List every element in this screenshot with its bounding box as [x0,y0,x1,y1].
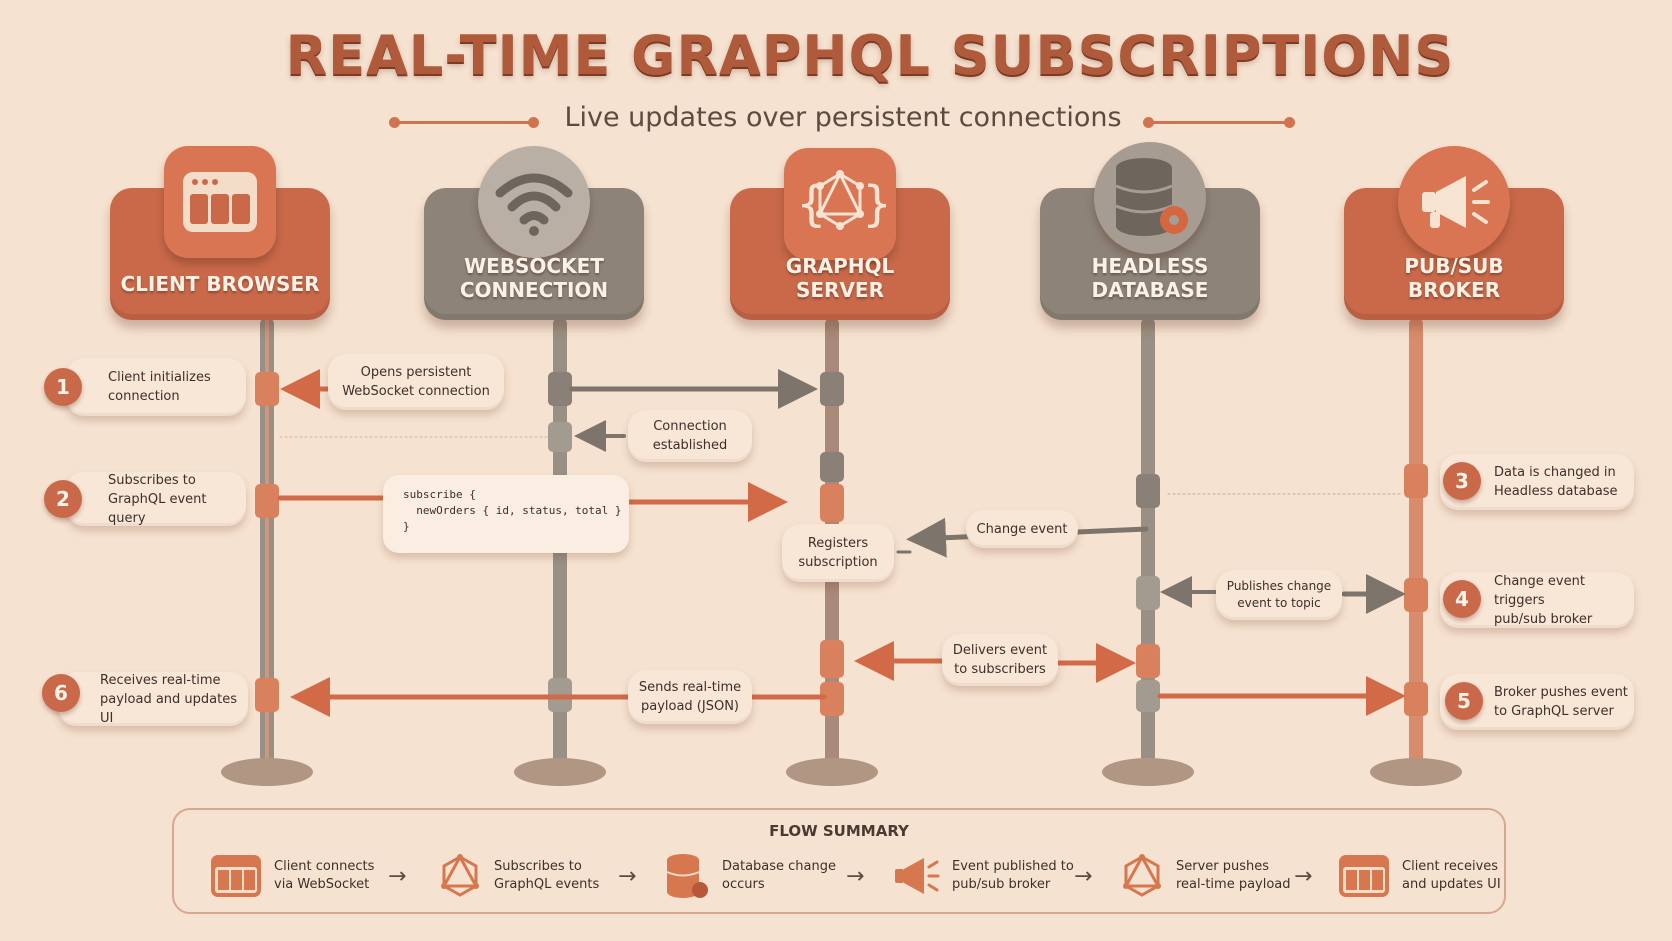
summary-arrow: → [846,864,865,889]
step-pill-1: Client initializes connection [66,358,246,416]
step-badge-3: 3 [1443,462,1481,500]
code-line: subscribe { [403,488,476,501]
browser-window-icon [211,855,261,897]
summary-arrow: → [388,864,407,889]
svg-text:}: } [862,176,886,232]
step-badge-2: 2 [44,480,82,518]
summary-text: Database change occurs [722,859,837,892]
summary-text: Client receives and updates UI [1402,859,1501,892]
message-publishes-change: Publishes change event to topic [1216,570,1342,620]
actor-label: GRAPHQL SERVER [785,254,895,302]
graphql-logo-icon [1123,854,1161,897]
actor-pubsub-broker: PUB/SUB BROKER [1344,146,1564,320]
subscription-query-code: subscribe { newOrders { id, status, tota… [383,475,629,553]
code-line: newOrders { id, status, total } [403,504,622,517]
step-badge-6: 6 [42,674,80,712]
step-badge-4: 4 [1443,580,1481,618]
summary-arrow: → [1074,864,1093,889]
lifeline-database [1102,318,1194,786]
summary-item-6: Client receives and updates UI [1338,850,1501,902]
browser-window-icon [164,146,276,258]
graphql-logo-icon: { } [784,148,896,260]
actor-websocket-connection: WEBSOCKET CONNECTION [424,146,644,320]
flow-summary-panel: FLOW SUMMARY Client connects via WebSock… [172,808,1506,914]
database-gear-icon [666,854,708,898]
summary-text: Subscribes to GraphQL events [494,859,600,892]
actor-graphql-server: { } GRAPHQL SERVER [730,148,950,320]
actor-label: PUB/SUB BROKER [1404,254,1504,302]
message-change-event: Change event [966,510,1078,548]
actor-label: HEADLESS DATABASE [1091,254,1209,302]
wifi-signal-icon [478,146,590,258]
flow-summary-title: FLOW SUMMARY [769,822,909,840]
summary-item-2: Subscribes to GraphQL events [438,850,599,902]
graphql-logo-icon [441,854,479,897]
lifeline-broker [1370,318,1462,786]
actor-client-browser: CLIENT BROWSER [110,146,330,320]
summary-item-1: Client connects via WebSocket [210,850,374,902]
message-sends-payload: Sends real-time payload (JSON) [628,670,752,724]
step-pill-6: Receives real-time payload and updates U… [58,672,248,726]
summary-arrow: → [618,864,637,889]
message-open-websocket: Opens persistent WebSocket connection [328,354,504,410]
database-gear-icon [1094,142,1206,254]
page-subtitle: Live updates over persistent connections [564,102,1122,133]
step-badge-5: 5 [1445,682,1483,720]
summary-item-4: Event published to pub/sub broker [892,850,1074,902]
actor-headless-database: HEADLESS DATABASE [1040,142,1260,320]
browser-window-icon [1339,855,1389,897]
step-badge-1: 1 [44,368,82,406]
code-line: } [403,520,410,533]
message-delivers-event: Delivers event to subscribers [942,634,1058,686]
actor-label: CLIENT BROWSER [120,272,320,296]
subtitle-decoration-right [1143,117,1295,128]
message-connection-established: Connection established [628,410,752,462]
step-pill-2: Subscribes to GraphQL event query [66,472,246,526]
message-registers-subscription: Registers subscription [782,524,894,582]
summary-text: Event published to pub/sub broker [952,859,1074,892]
actor-label: WEBSOCKET CONNECTION [459,254,609,302]
summary-text: Server pushes real-time payload [1176,859,1291,892]
lifeline-client [221,318,313,786]
summary-item-3: Database change occurs [664,850,836,902]
megaphone-icon [1398,146,1510,258]
lifeline-joints [255,372,1428,716]
subtitle-decoration-left [389,117,539,128]
summary-text: Client connects via WebSocket [274,859,375,892]
page-title: REAL-TIME GRAPHQL SUBSCRIPTIONS [285,24,1455,87]
summary-item-5: Server pushes real-time payload [1120,850,1291,902]
megaphone-icon [895,858,940,894]
summary-arrow: → [1294,864,1313,889]
